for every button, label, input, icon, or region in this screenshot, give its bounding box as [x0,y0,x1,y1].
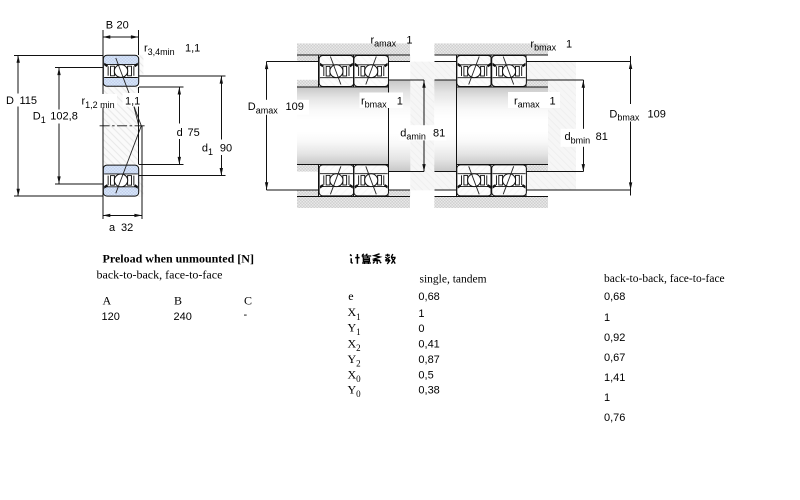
svg-text:32: 32 [121,222,133,234]
svg-text:r1,2 min: r1,2 min [82,96,115,110]
svg-text:0,5: 0,5 [418,369,433,381]
svg-text:damin: damin [400,127,426,141]
svg-text:e: e [348,289,353,303]
svg-text:A: A [103,294,112,308]
svg-text:back-to-back, face-to-face: back-to-back, face-to-face [604,273,725,285]
svg-text:Y0: Y0 [348,383,362,400]
svg-text:X2: X2 [348,337,361,354]
svg-text:0,76: 0,76 [604,412,625,424]
svg-text:rbmax: rbmax [361,95,387,109]
svg-text:240: 240 [174,311,192,323]
svg-text:1: 1 [604,312,610,324]
svg-text:1: 1 [397,95,403,107]
svg-text:0: 0 [418,323,424,335]
svg-text:0,92: 0,92 [604,332,625,344]
svg-text:B: B [174,294,182,308]
svg-text:d: d [177,127,183,139]
svg-text:Dbmax: Dbmax [609,108,639,122]
svg-text:back-to-back, face-to-face: back-to-back, face-to-face [97,267,223,281]
svg-text:1: 1 [406,34,412,46]
svg-text:B: B [106,19,113,31]
svg-text:81: 81 [433,127,445,139]
svg-text:Preload when unmounted [N]: Preload when unmounted [N] [103,251,254,265]
svg-text:0,38: 0,38 [418,385,439,397]
svg-text:115: 115 [20,95,38,107]
svg-text:ramax: ramax [514,95,540,109]
svg-text:ramax: ramax [371,34,397,48]
svg-text:1,1: 1,1 [185,43,200,55]
svg-text:d1: d1 [202,143,213,157]
svg-text:rbmax: rbmax [530,38,556,52]
svg-text:1: 1 [604,392,610,404]
svg-text:81: 81 [596,131,608,143]
svg-text:109: 109 [286,101,304,113]
svg-text:1,41: 1,41 [604,372,625,384]
svg-text:0,68: 0,68 [418,291,439,303]
svg-text:D: D [6,95,14,107]
svg-text:Damax: Damax [248,101,278,115]
svg-text:109: 109 [648,108,666,120]
svg-text:0,67: 0,67 [604,352,625,364]
svg-text:D1: D1 [33,111,46,125]
svg-text:a: a [109,222,116,234]
svg-text:1,1: 1,1 [125,96,140,108]
svg-text:0,41: 0,41 [418,339,439,351]
svg-text:-: - [244,309,248,321]
svg-text:C: C [244,294,252,308]
svg-text:Y1: Y1 [348,321,361,338]
svg-text:single, tandem: single, tandem [420,274,487,286]
svg-text:1: 1 [418,308,424,320]
svg-text:dbmin: dbmin [565,131,591,145]
svg-text:0,87: 0,87 [418,354,439,366]
svg-text:Y2: Y2 [348,352,361,369]
svg-text:1: 1 [566,38,572,50]
svg-text:r3,4min: r3,4min [144,43,175,57]
svg-text:75: 75 [188,127,200,139]
svg-text:90: 90 [220,143,232,155]
svg-text:20: 20 [117,19,129,31]
svg-text:0,68: 0,68 [604,291,625,303]
svg-text:120: 120 [102,311,120,323]
svg-text:102,8: 102,8 [50,111,78,123]
svg-text:X1: X1 [348,305,361,322]
svg-text:1: 1 [550,95,556,107]
svg-text:X0: X0 [348,367,362,384]
